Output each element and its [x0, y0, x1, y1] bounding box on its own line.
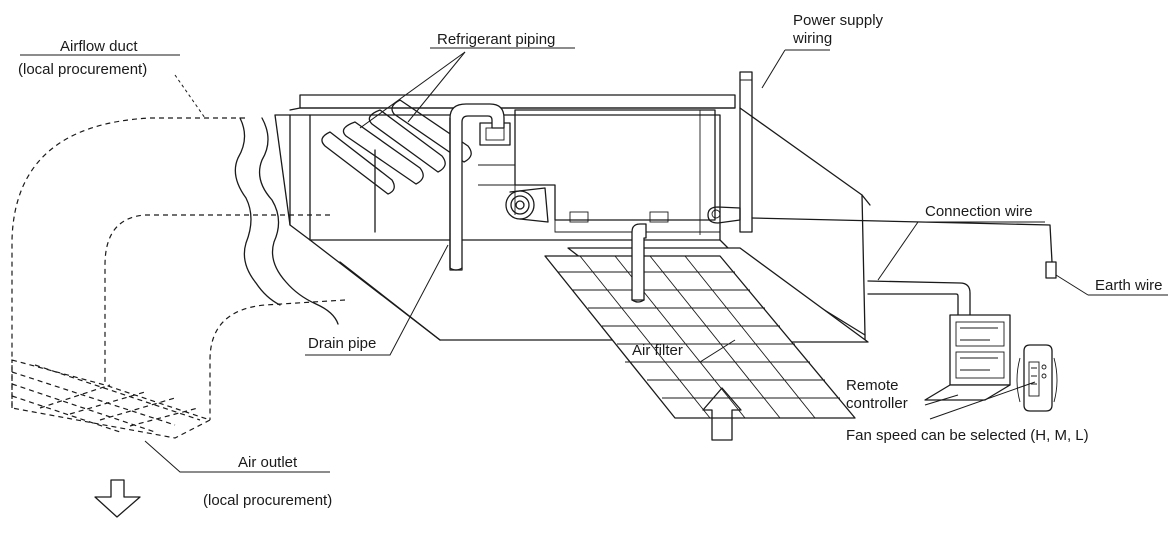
remote-controller-label: Remote — [846, 377, 899, 394]
connection-wire-label: Connection wire — [925, 203, 1033, 220]
leader-lines — [20, 47, 1168, 473]
airflow-duct-note: (local procurement) — [18, 61, 148, 78]
remote-controller-label-line2: controller — [846, 395, 908, 412]
drain-hose — [631, 223, 647, 303]
airflow-duct-label: Airflow duct — [60, 38, 138, 55]
indoor-unit — [234, 71, 871, 341]
air-outlet-note: (local procurement) — [203, 492, 333, 509]
power-supply-label: Power supply — [793, 12, 884, 29]
earth-wire-label: Earth wire — [1095, 277, 1163, 294]
refrigerant-piping-label: Refrigerant piping — [437, 31, 556, 48]
power-supply-label-line2: wiring — [793, 30, 833, 47]
air-intake-arrow — [702, 387, 742, 441]
air-filter — [544, 247, 869, 419]
drain-pipe-label: Drain pipe — [308, 335, 377, 352]
remote-controller-unit — [924, 314, 1011, 401]
air-filter-label: Air filter — [632, 342, 683, 359]
air-outlet-label: Air outlet — [238, 454, 298, 471]
airflow-duct — [11, 117, 346, 439]
air-outlet-arrow — [94, 479, 141, 518]
fan-speed-selector — [1016, 344, 1058, 412]
fan-speed-label: Fan speed can be selected (H, M, L) — [846, 427, 1089, 444]
